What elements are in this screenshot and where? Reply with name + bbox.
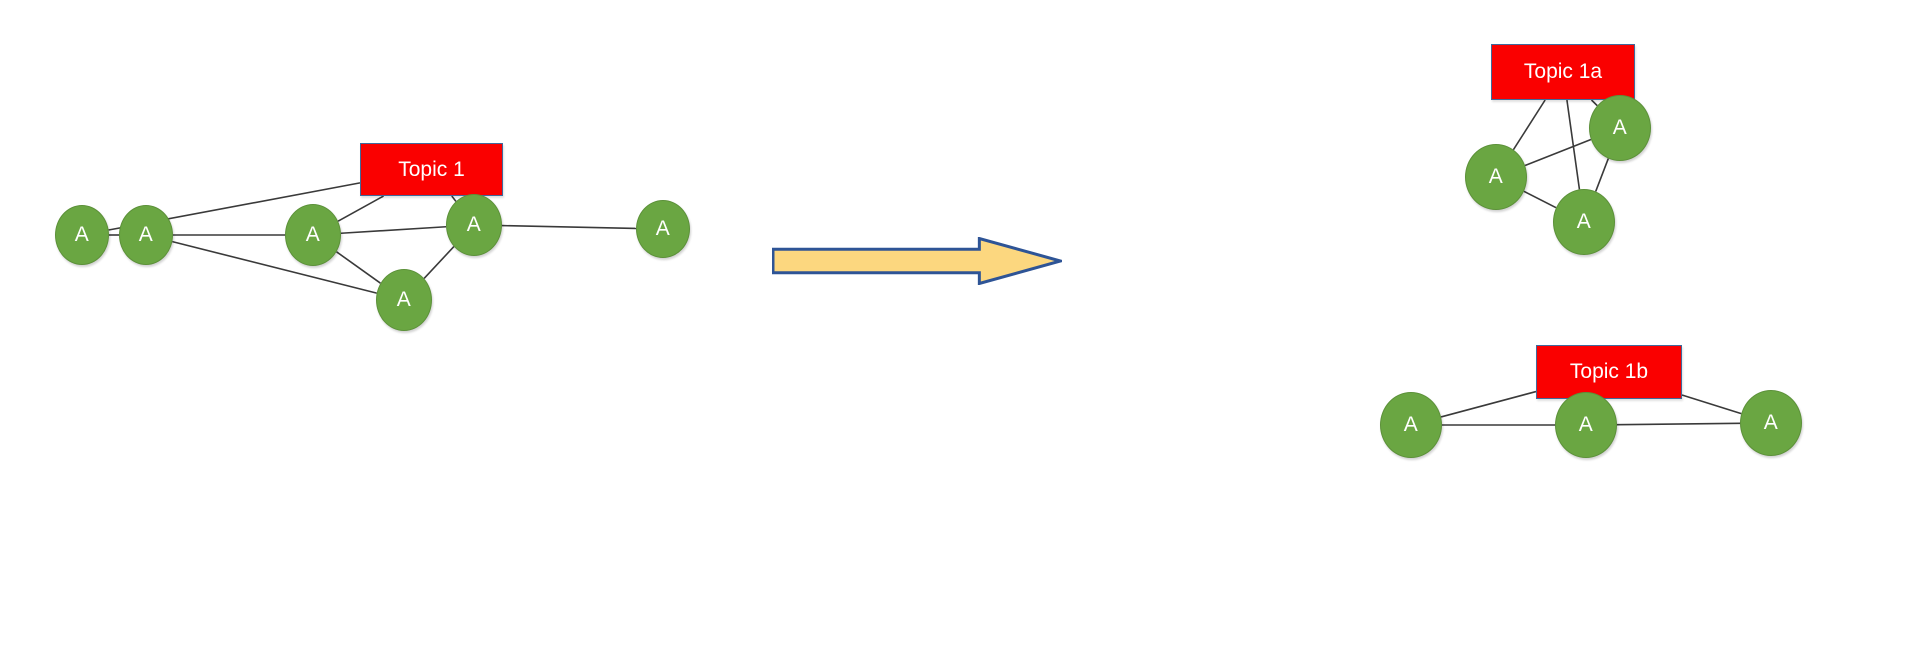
node-label: A (655, 217, 671, 240)
graph-edge (501, 224, 637, 230)
graph-node-b1[interactable]: A (1380, 392, 1442, 458)
graph-node-r3[interactable]: A (1553, 189, 1615, 255)
graph-edge (172, 240, 377, 294)
graph-node-n6[interactable]: A (636, 200, 690, 258)
graph-node-n1[interactable]: A (55, 205, 109, 265)
node-label: A (305, 223, 321, 246)
graph-edge (423, 246, 455, 279)
node-label: A (1763, 411, 1779, 434)
graph-edge (336, 251, 381, 284)
topic-label: Topic 1a (1523, 60, 1603, 83)
node-label: A (1576, 210, 1592, 233)
node-label: A (1612, 116, 1628, 139)
graph-node-b3[interactable]: A (1740, 390, 1802, 456)
graph-edge (1681, 394, 1742, 415)
graph-node-r2[interactable]: A (1589, 95, 1651, 161)
topic-box-topic1a[interactable]: Topic 1a (1491, 44, 1635, 100)
graph-edge (1524, 138, 1592, 167)
node-label: A (1403, 413, 1419, 436)
graph-node-n2[interactable]: A (119, 205, 173, 265)
topic-box-topic1b[interactable]: Topic 1b (1536, 345, 1682, 399)
node-label: A (74, 223, 90, 246)
graph-edge (1594, 158, 1610, 192)
node-label: A (1578, 413, 1594, 436)
graph-node-n3[interactable]: A (285, 204, 341, 266)
node-label: A (1488, 165, 1504, 188)
graph-edge (1512, 99, 1546, 151)
graph-edge (1440, 390, 1537, 418)
graph-edge (337, 195, 384, 222)
node-label: A (396, 288, 412, 311)
topic-label: Topic 1b (1569, 360, 1649, 383)
graph-edge (340, 225, 447, 235)
node-label: A (466, 213, 482, 236)
transform-arrow (771, 236, 1067, 286)
graph-node-b2[interactable]: A (1555, 392, 1617, 458)
node-label: A (138, 223, 154, 246)
arrow-shape-icon (771, 236, 1067, 286)
graph-node-r1[interactable]: A (1465, 144, 1527, 210)
graph-node-n5[interactable]: A (376, 269, 432, 331)
graph-edge (1616, 422, 1741, 426)
graph-edge (1523, 190, 1557, 209)
topic-box-topic1[interactable]: Topic 1 (360, 143, 503, 196)
graph-edge (1566, 99, 1581, 190)
topic-label: Topic 1 (398, 157, 465, 181)
graph-node-n4[interactable]: A (446, 194, 502, 256)
